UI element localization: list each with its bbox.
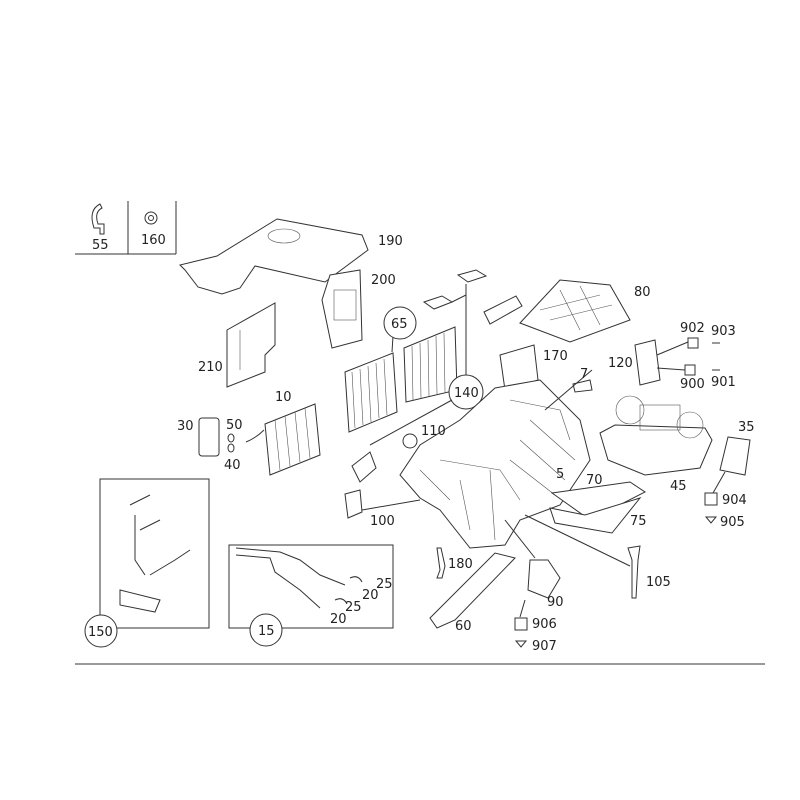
label-200: 200 (371, 273, 396, 288)
expansion-valve-30 (198, 417, 220, 457)
label-20-upper: 20 (362, 588, 379, 603)
label-30: 30 (177, 419, 194, 434)
label-901: 901 (711, 375, 736, 390)
label-150: 150 (88, 625, 113, 640)
hvac-housing-5 (399, 379, 591, 549)
label-100: 100 (370, 514, 395, 529)
label-170: 170 (543, 349, 568, 364)
label-35: 35 (738, 420, 755, 435)
label-70: 70 (586, 473, 603, 488)
label-90: 90 (547, 595, 564, 610)
label-210: 210 (198, 360, 223, 375)
label-905: 905 (720, 515, 745, 530)
cover-80 (519, 279, 631, 343)
label-25-lower: 25 (345, 600, 362, 615)
label-50: 50 (226, 418, 243, 433)
screw-7 (572, 379, 593, 393)
callout-15 (249, 613, 283, 647)
label-903: 903 (711, 324, 736, 339)
duct-60 (429, 552, 516, 629)
label-5: 5 (556, 467, 564, 482)
label-15: 15 (258, 624, 275, 639)
hose-180 (436, 547, 446, 579)
label-904: 904 (722, 493, 747, 508)
control-unit-120 (634, 339, 661, 386)
filter-65 (344, 326, 458, 433)
label-160: 160 (141, 233, 166, 248)
label-25-upper: 25 (376, 577, 393, 592)
insulation-190 (179, 218, 369, 295)
flap-75 (549, 497, 642, 534)
callout-150 (84, 614, 118, 648)
blower-45 (599, 424, 713, 476)
resistor-35 (719, 436, 751, 476)
label-55: 55 (92, 238, 109, 253)
callout-65 (383, 306, 417, 340)
actuator-100 (344, 489, 363, 519)
label-10: 10 (275, 390, 292, 405)
label-80: 80 (634, 285, 651, 300)
label-105: 105 (646, 575, 671, 590)
evaporator-10 (264, 403, 321, 476)
sensor-105 (627, 545, 641, 599)
label-140: 140 (454, 386, 479, 401)
label-40: 40 (224, 458, 241, 473)
label-900: 900 (680, 377, 705, 392)
part-labels: 55 160 190 200 65 210 10 30 50 40 140 11… (88, 233, 755, 654)
flap-70 (550, 481, 646, 521)
cap-110 (402, 433, 418, 449)
inset-15 (228, 544, 394, 629)
label-110: 110 (421, 424, 446, 439)
insulation-200 (321, 269, 363, 349)
label-65: 65 (391, 317, 408, 332)
label-902: 902 (680, 321, 705, 336)
label-20-lower: 20 (330, 612, 347, 627)
actuator-90 (527, 559, 561, 599)
label-75: 75 (630, 514, 647, 529)
label-120: 120 (608, 356, 633, 371)
callout-140 (448, 374, 484, 410)
inset-150 (99, 478, 210, 629)
label-906: 906 (532, 617, 557, 632)
label-7: 7 (580, 367, 588, 382)
label-180: 180 (448, 557, 473, 572)
label-60: 60 (455, 619, 472, 634)
label-190: 190 (378, 234, 403, 249)
legend-box (75, 201, 177, 255)
clip-55-icon (91, 203, 105, 235)
label-45: 45 (670, 479, 687, 494)
label-907: 907 (532, 639, 557, 654)
insulation-210 (226, 302, 276, 388)
